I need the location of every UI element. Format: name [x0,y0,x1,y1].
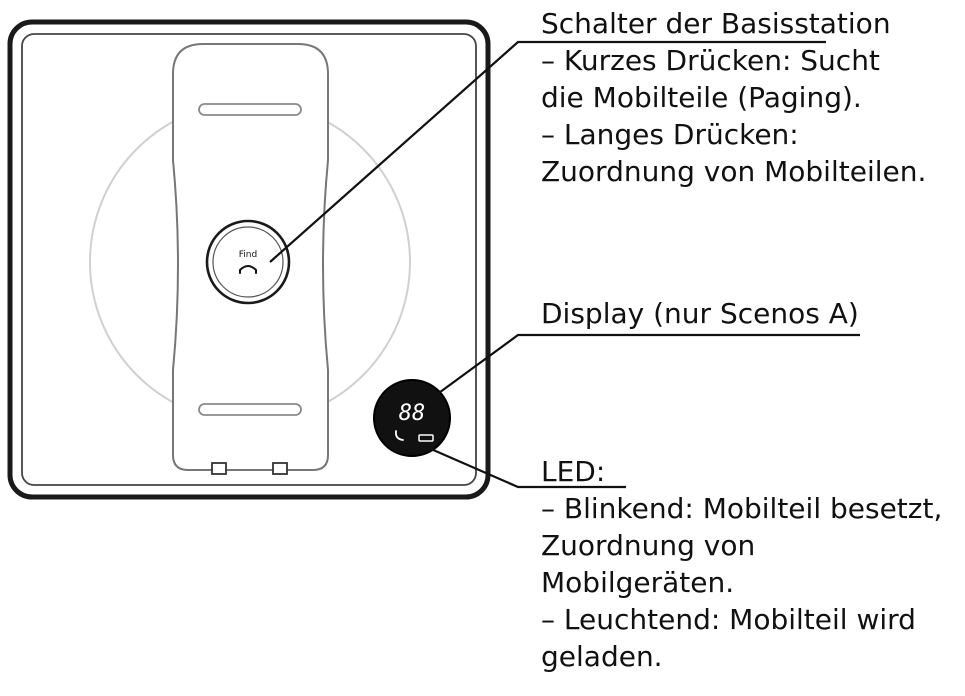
callout-base-switch-line: – Langes Drücken: [541,118,799,151]
cradle-bottom-groove [198,403,302,416]
find-button[interactable]: Find [205,219,291,305]
leader-line-led [430,447,626,489]
callout-led-line: – Blinkend: Mobilteil besetzt, [541,492,943,525]
callout-led: LED: – Blinkend: Mobilteil besetzt, Zuor… [541,453,942,675]
callout-led-line: geladen. [541,640,663,673]
charging-contact-right [272,462,288,475]
callout-led-line: Mobilgeräten. [541,566,735,599]
find-button-label: Find [239,250,257,260]
find-button-inner-ring [212,226,284,298]
callout-base-switch-line: die Mobilteile (Paging). [541,81,862,114]
callout-base-switch-line: – Kurzes Drücken: Sucht [541,44,880,77]
callout-led-line: – Leuchtend: Mobilteil wird [541,603,916,636]
display-unit: 88 [373,379,451,457]
callout-base-switch-line: Zuordnung von Mobilteilen. [541,155,927,188]
leader-line-display [431,333,860,399]
charging-contact-left [211,462,227,475]
callout-led-line: Zuordnung von [541,529,756,562]
callout-led-title: LED: [541,455,606,488]
callout-base-switch-title: Schalter der Basisstation [541,7,891,40]
display-background [373,379,451,457]
battery-icon [418,434,434,442]
cradle-top-groove [198,103,302,116]
callout-display-title: Display (nur Scenos A) [541,297,859,330]
callout-base-switch: Schalter der Basisstation – Kurzes Drück… [541,5,926,190]
callout-display: Display (nur Scenos A) [541,295,859,332]
phone-handset-icon [239,265,257,274]
display-digits: 88 [399,401,426,426]
leader-line-base-switch [269,40,826,263]
phone-icon [394,430,404,441]
